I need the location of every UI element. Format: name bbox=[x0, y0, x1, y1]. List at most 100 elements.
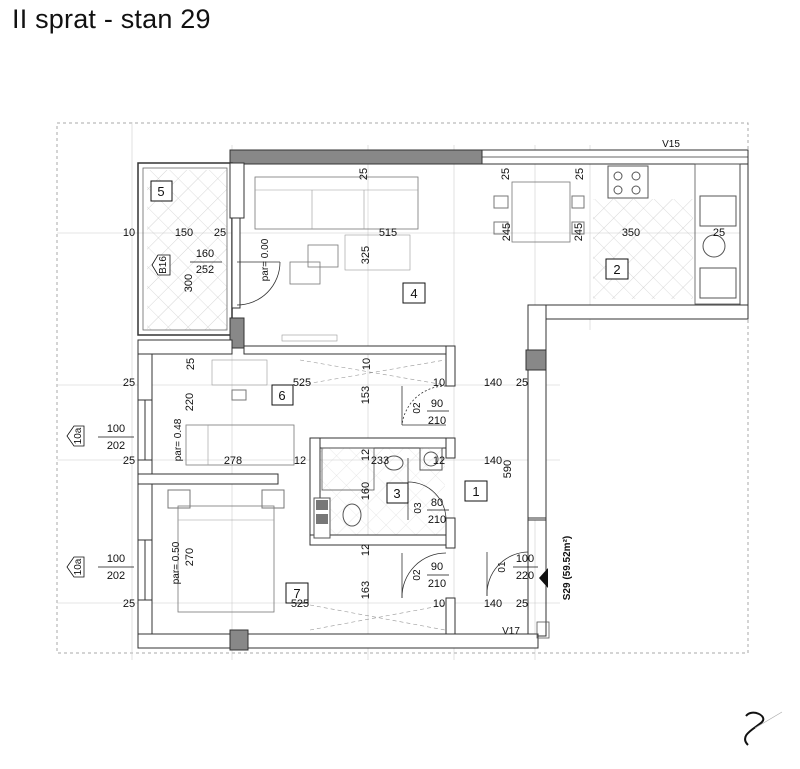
room-box-1 bbox=[464, 480, 488, 502]
dim: 350 bbox=[622, 227, 640, 239]
dim: 25 bbox=[214, 227, 226, 239]
dim: 100 bbox=[516, 553, 534, 565]
room-box-5 bbox=[150, 180, 173, 202]
coffee-table bbox=[307, 244, 339, 268]
dim: 278 bbox=[224, 455, 242, 467]
parapet-label: par= 0.00 bbox=[260, 238, 271, 281]
room-label-6: 6 bbox=[278, 388, 285, 403]
dim: 25 bbox=[516, 377, 528, 389]
dim: 140 bbox=[484, 377, 502, 389]
sofa bbox=[254, 176, 419, 230]
room-box-4 bbox=[402, 282, 426, 304]
wall-kitchen-bottom bbox=[527, 304, 749, 320]
dim: 233 bbox=[371, 455, 389, 467]
room-box-2 bbox=[605, 258, 629, 280]
window-code-v15: V15 bbox=[662, 139, 680, 150]
dim: 202 bbox=[107, 570, 125, 582]
dim: 210 bbox=[428, 514, 446, 526]
dim: 25 bbox=[713, 227, 725, 239]
dim: 525 bbox=[293, 377, 311, 389]
room-label-4: 4 bbox=[410, 286, 417, 301]
dim: 245 bbox=[573, 223, 585, 241]
door-code: 02 bbox=[412, 402, 423, 414]
wall-top-concrete bbox=[229, 149, 483, 165]
window-code-10a: 10a bbox=[73, 558, 84, 575]
kitchen-floor-tiles bbox=[593, 199, 693, 299]
room-label-1: 1 bbox=[472, 484, 479, 499]
window-code-v17: V17 bbox=[502, 626, 520, 637]
dim: 300 bbox=[183, 274, 195, 292]
apartment-tag: S29 (59.52m²) bbox=[562, 536, 573, 600]
north-arrow-icon bbox=[744, 711, 783, 746]
dim: 12 bbox=[433, 455, 445, 467]
room-label-5: 5 bbox=[157, 184, 164, 199]
dim: 220 bbox=[516, 570, 534, 582]
door-code: 01 bbox=[497, 561, 508, 573]
dim: 100 bbox=[107, 553, 125, 565]
dim: 515 bbox=[379, 227, 397, 239]
window-code-b16: B16 bbox=[158, 256, 169, 274]
sink bbox=[423, 451, 439, 467]
shower-tray bbox=[321, 447, 375, 491]
kitchen-sink bbox=[699, 195, 737, 227]
dim: 90 bbox=[431, 561, 443, 573]
dim: 12 bbox=[294, 455, 306, 467]
dim: 10 bbox=[123, 227, 135, 239]
room-box-3 bbox=[386, 482, 409, 504]
dim: 163 bbox=[360, 581, 372, 599]
dim: 325 bbox=[360, 246, 372, 264]
dim: 25 bbox=[123, 455, 135, 467]
dim: 25 bbox=[185, 358, 197, 370]
bidet bbox=[384, 455, 404, 471]
room-box-6 bbox=[271, 384, 294, 406]
dim: 10 bbox=[433, 598, 445, 610]
dim: 25 bbox=[358, 168, 370, 180]
dim: 25 bbox=[123, 598, 135, 610]
bed-room7 bbox=[177, 505, 275, 613]
parapet-label: par= 0.50 bbox=[171, 541, 182, 584]
dim: 12 bbox=[360, 449, 372, 461]
room-box-7 bbox=[285, 582, 309, 604]
passage-diagonals bbox=[299, 359, 446, 631]
room-label-7: 7 bbox=[293, 586, 300, 601]
entry-arrow-icon bbox=[539, 568, 548, 588]
door-swings bbox=[236, 261, 529, 599]
dim: 25 bbox=[574, 168, 586, 180]
room-label-3: 3 bbox=[393, 486, 400, 501]
dim: 153 bbox=[360, 386, 372, 404]
dim: 210 bbox=[428, 578, 446, 590]
window-tag-10a bbox=[66, 556, 85, 578]
parapet-label: par= 0.48 bbox=[173, 418, 184, 461]
dim: 160 bbox=[360, 482, 372, 500]
dim: 245 bbox=[501, 223, 513, 241]
plot-boundary bbox=[56, 122, 749, 654]
dim: 12 bbox=[360, 544, 372, 556]
window-tag-10a bbox=[66, 425, 85, 447]
dim: 90 bbox=[431, 398, 443, 410]
dim: 202 bbox=[107, 440, 125, 452]
dim: 150 bbox=[175, 227, 193, 239]
dim: 252 bbox=[196, 264, 214, 276]
dim: 140 bbox=[484, 598, 502, 610]
dim: 140 bbox=[484, 455, 502, 467]
dim: 220 bbox=[184, 393, 196, 411]
cooktop bbox=[607, 165, 649, 199]
dim: 525 bbox=[291, 598, 309, 610]
door-code: 03 bbox=[413, 502, 424, 514]
room-label-2: 2 bbox=[613, 262, 620, 277]
dim: 80 bbox=[431, 497, 443, 509]
dim: 25 bbox=[500, 168, 512, 180]
dim: 10 bbox=[433, 377, 445, 389]
dim: 210 bbox=[428, 415, 446, 427]
dining-table bbox=[511, 181, 571, 243]
dim: 590 bbox=[502, 460, 514, 478]
dim: 270 bbox=[184, 548, 196, 566]
dim: 25 bbox=[516, 598, 528, 610]
door-code: 02 bbox=[412, 569, 423, 581]
dim: 10 bbox=[361, 358, 373, 370]
page-title: II sprat - stan 29 bbox=[12, 4, 211, 34]
dim: 25 bbox=[123, 377, 135, 389]
window-tag-b16 bbox=[151, 254, 171, 276]
dim: 100 bbox=[107, 423, 125, 435]
